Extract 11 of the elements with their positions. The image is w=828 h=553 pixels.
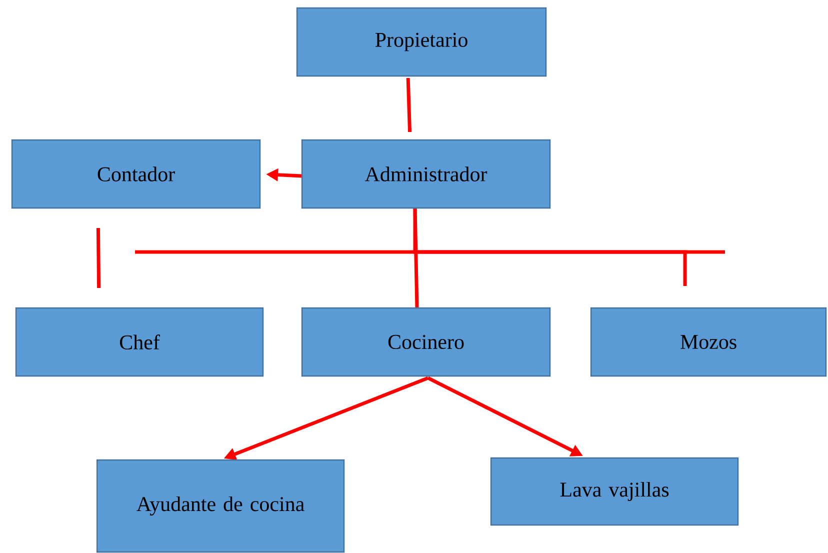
connector-line <box>96 228 101 288</box>
org-box: Cocinero <box>301 307 551 377</box>
org-box: Mozos <box>590 307 827 377</box>
org-box: Propietario <box>296 7 547 77</box>
org-box: Chef <box>15 307 264 377</box>
org-box: Ayudante de cocina <box>96 459 345 553</box>
org-box: Lava vajillas <box>490 457 739 526</box>
connector-line <box>406 78 412 132</box>
connector-line <box>413 208 687 286</box>
org-box: Administrador <box>301 139 551 209</box>
org-box: Contador <box>11 139 261 209</box>
